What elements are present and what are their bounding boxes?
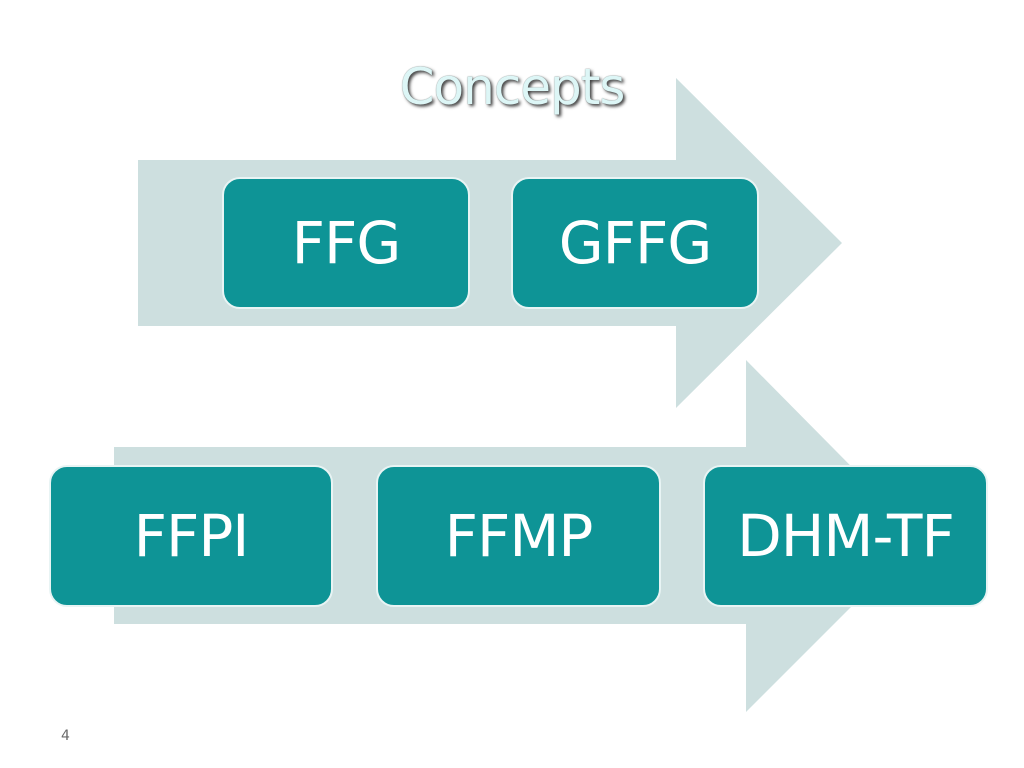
concept-box-ffmp[interactable]: FFMP bbox=[376, 465, 661, 607]
concept-label: DHM-TF bbox=[737, 502, 955, 570]
slide-title: Concepts bbox=[399, 58, 626, 116]
concept-box-ffg[interactable]: FFG bbox=[222, 177, 470, 309]
top-arrow-shape bbox=[138, 78, 842, 408]
concept-box-dhm-tf[interactable]: DHM-TF bbox=[703, 465, 988, 607]
concept-box-ffpi[interactable]: FFPI bbox=[49, 465, 333, 607]
concept-label: FFPI bbox=[133, 502, 250, 570]
page-number: 4 bbox=[61, 728, 70, 744]
concept-label: FFMP bbox=[444, 502, 594, 570]
concept-box-gffg[interactable]: GFFG bbox=[511, 177, 759, 309]
concept-label: FFG bbox=[291, 209, 402, 277]
concept-label: GFFG bbox=[558, 209, 713, 277]
